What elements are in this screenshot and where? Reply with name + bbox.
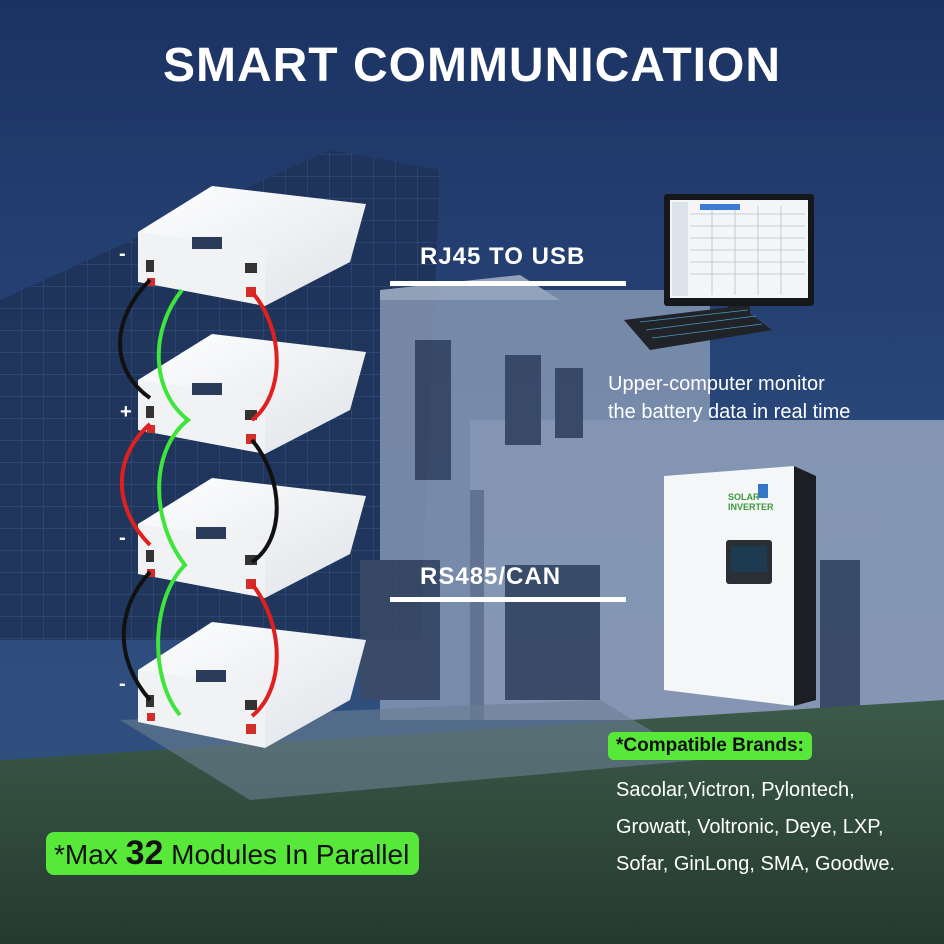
max-parallel-count: 32 <box>125 834 164 872</box>
monitor-note-line: the battery data in real time <box>608 401 851 423</box>
polarity-label: - <box>119 243 126 265</box>
cables <box>118 278 279 718</box>
polarity-label: + <box>120 401 132 423</box>
monitor-note-line: Upper-computer monitor <box>608 373 825 395</box>
polarity-label: - <box>119 527 126 549</box>
battery-module <box>138 186 366 306</box>
rs485-can-line <box>390 597 626 602</box>
rj45-usb-line <box>390 281 626 286</box>
compatible-brands-heading: *Compatible Brands <box>616 735 798 756</box>
max-parallel-prefix: *Max <box>54 839 126 870</box>
inverter-brand: SOLAR INVERTER <box>728 492 774 512</box>
rj45-usb-label: RJ45 TO USB <box>420 243 586 270</box>
max-parallel-badge: *Max 32 Modules In Parallel <box>46 832 420 875</box>
compatible-brands-colon: : <box>797 735 804 756</box>
polarity-label: - <box>119 673 126 695</box>
inverter-brand-line: INVERTER <box>728 502 774 512</box>
brands-line: Growatt, Voltronic, Deye, LXP, <box>616 816 884 838</box>
brands-line: Sofar, GinLong, SMA, Goodwe. <box>616 853 896 875</box>
monitor-note: Upper-computer monitor the battery data … <box>608 370 850 426</box>
rs485-can-label: RS485/CAN <box>420 563 562 590</box>
inverter-icon <box>664 466 816 706</box>
battery-stack <box>118 186 366 748</box>
compatible-brands-badge: *Compatible Brands: <box>608 732 812 760</box>
compatible-brands-list: Sacolar,Victron, Pylontech, Growatt, Vol… <box>616 772 895 883</box>
battery-module <box>138 622 366 748</box>
monitor-icon <box>624 194 814 350</box>
max-parallel-suffix: Modules In Parallel <box>163 839 410 870</box>
inverter-brand-line: SOLAR <box>728 492 760 502</box>
page-title: SMART COMMUNICATION <box>162 39 782 92</box>
brands-line: Sacolar,Victron, Pylontech, <box>616 779 855 801</box>
